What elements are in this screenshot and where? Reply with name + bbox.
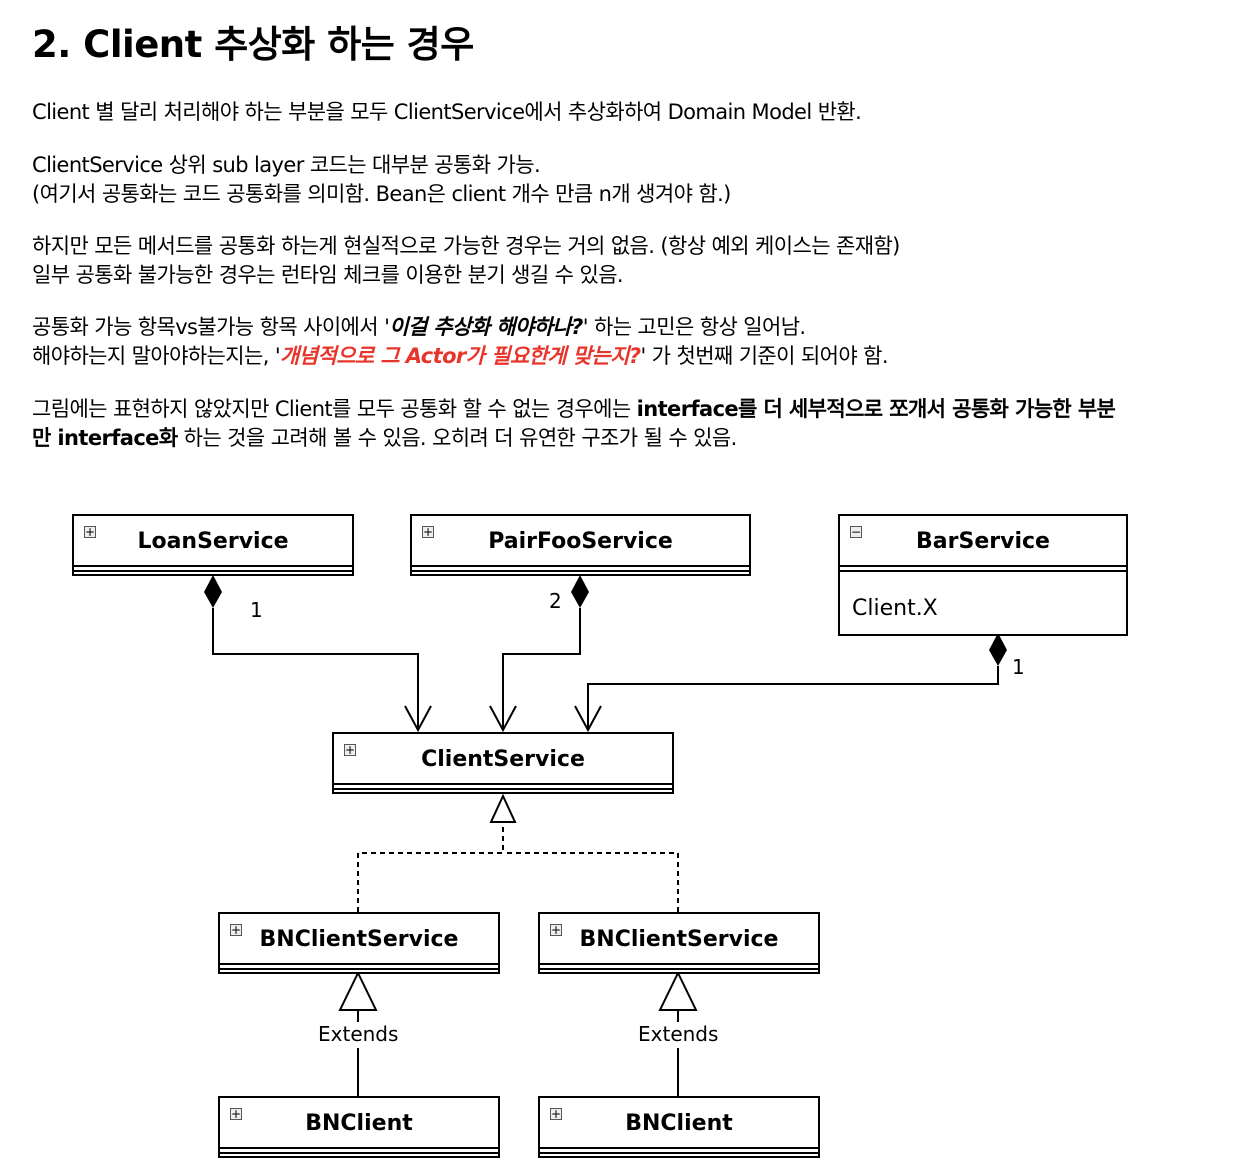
realization-line-bn1: [357, 822, 504, 912]
class-bn-client-1[interactable]: + BNClient: [218, 1096, 500, 1158]
arrowhead-loan: [404, 705, 432, 733]
paragraph-3: 하지만 모든 메서드를 공통화 하는게 현실적으로 가능한 경우는 거의 없음.…: [32, 232, 900, 290]
multiplicity-bar: 1: [1012, 655, 1025, 679]
paragraph-2: ClientService 상위 sub layer 코드는 대부분 공통화 가…: [32, 151, 731, 209]
expand-icon[interactable]: +: [230, 1107, 242, 1121]
class-name: PairFooService: [488, 529, 673, 554]
paragraph-4-line-1-end: ' 하는 고민은 항상 일어남.: [582, 315, 806, 339]
paragraph-2-line-2: (여기서 공통화는 코드 공통화를 의미함. Bean은 client 개수 만…: [32, 182, 731, 206]
multiplicity-loan: 1: [250, 598, 263, 622]
class-header: + PairFooService: [412, 516, 749, 572]
inheritance-triangle-left: [338, 970, 378, 1011]
class-loan-service[interactable]: + LoanService: [72, 514, 354, 576]
paragraph-4-line-1-start: 공통화 가능 항목vs불가능 항목 사이에서 ': [32, 315, 390, 339]
paragraph-5-bold-2: 만 interface화: [32, 426, 178, 450]
composition-diamond-bar: [989, 633, 1007, 666]
class-header: + ClientService: [334, 734, 672, 790]
class-pairfoo-service[interactable]: + PairFooService: [410, 514, 751, 576]
arrowhead-pairfoo: [489, 705, 517, 733]
paragraph-5-bold-1: interface를 더 세부적으로 쪼개서 공통화 가능한 부분: [636, 397, 1116, 421]
realization-triangle: [489, 793, 517, 823]
multiplicity-pairfoo: 2: [549, 589, 562, 613]
class-name: BNClientService: [259, 927, 459, 952]
paragraph-4: 공통화 가능 항목vs불가능 항목 사이에서 '이걸 추상화 해야하나?' 하는…: [32, 313, 889, 371]
paragraph-5-end: 하는 것을 고려해 볼 수 있음. 오히려 더 유연한 구조가 될 수 있음.: [177, 426, 738, 450]
emphasis-question: 이걸 추상화 해야하나?: [389, 315, 583, 339]
collapse-icon[interactable]: −: [850, 525, 862, 539]
class-client-service[interactable]: + ClientService: [332, 732, 674, 794]
class-bn-client-2[interactable]: + BNClient: [538, 1096, 820, 1158]
composition-line-pairfoo: [502, 608, 581, 730]
arrowhead-bar: [574, 705, 602, 733]
paragraph-5: 그림에는 표현하지 않았지만 Client를 모두 공통화 할 수 없는 경우에…: [32, 395, 1222, 453]
expand-icon[interactable]: +: [422, 525, 434, 539]
class-bn-client-service-2[interactable]: + BNClientService: [538, 912, 820, 974]
composition-diamond-pairfoo: [571, 575, 589, 608]
paragraph-3-line-1: 하지만 모든 메서드를 공통화 하는게 현실적으로 가능한 경우는 거의 없음.…: [32, 234, 900, 258]
class-bar-service[interactable]: − BarService Client.X: [838, 514, 1128, 636]
composition-line-loan: [212, 608, 419, 730]
paragraph-5-start: 그림에는 표현하지 않았지만 Client를 모두 공통화 할 수 없는 경우에…: [32, 397, 637, 421]
inheritance-triangle-right: [658, 970, 698, 1011]
composition-line-bar: [587, 666, 999, 730]
class-name: LoanService: [137, 529, 289, 554]
class-name: BarService: [916, 529, 1050, 554]
class-header: + BNClientService: [540, 914, 818, 970]
expand-icon[interactable]: +: [230, 923, 242, 937]
class-name: BNClient: [625, 1111, 733, 1136]
extends-label-left: Extends: [318, 1022, 399, 1046]
expand-icon[interactable]: +: [550, 1107, 562, 1121]
page-title: 2. Client 추상화 하는 경우: [32, 23, 474, 66]
class-name: BNClient: [305, 1111, 413, 1136]
paragraph-4-line-2-start: 해야하는지 말아야하는지는, ': [32, 344, 281, 368]
class-name: BNClientService: [579, 927, 779, 952]
paragraph-4-line-2-end: ' 가 첫번째 기준이 되어야 함.: [640, 344, 888, 368]
class-header: + BNClient: [220, 1098, 498, 1154]
class-header: + LoanService: [74, 516, 352, 572]
composition-diamond-loan: [204, 575, 222, 608]
class-header: + BNClientService: [220, 914, 498, 970]
paragraph-3-line-2: 일부 공통화 불가능한 경우는 런타임 체크를 이용한 분기 생길 수 있음.: [32, 263, 624, 287]
expand-icon[interactable]: +: [84, 525, 96, 539]
class-attribute: Client.X: [852, 596, 938, 621]
expand-icon[interactable]: +: [344, 743, 356, 757]
class-name: ClientService: [421, 747, 585, 772]
highlight-criterion: 개념적으로 그 Actor가 필요한게 맞는지?: [280, 344, 641, 368]
paragraph-1: Client 별 달리 처리해야 하는 부분을 모두 ClientService…: [32, 100, 862, 124]
expand-icon[interactable]: +: [550, 923, 562, 937]
paragraph-2-line-1: ClientService 상위 sub layer 코드는 대부분 공통화 가…: [32, 153, 541, 177]
realization-line-bn2: [503, 852, 679, 912]
class-header: − BarService: [840, 516, 1126, 572]
class-bn-client-service-1[interactable]: + BNClientService: [218, 912, 500, 974]
class-header: + BNClient: [540, 1098, 818, 1154]
extends-label-right: Extends: [638, 1022, 719, 1046]
